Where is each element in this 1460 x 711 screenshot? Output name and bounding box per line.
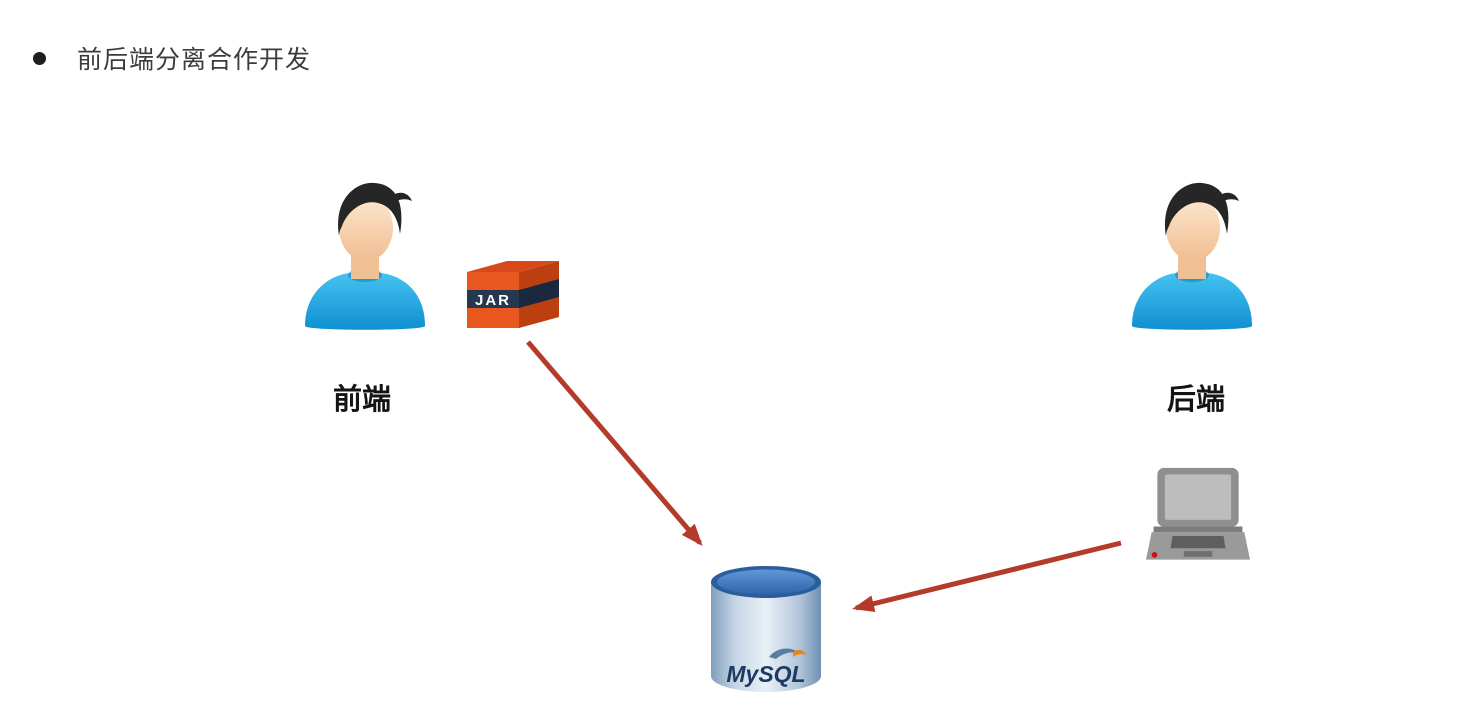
person-svg: [305, 182, 425, 330]
mysql-database-icon: MySQL: [705, 556, 827, 704]
mysql-label: MySQL: [726, 661, 805, 687]
frontend-label: 前端: [332, 384, 391, 416]
title-row: 前后端分离合作开发: [33, 40, 311, 76]
arrow-laptop-to-mysql: [852, 540, 1122, 612]
laptop-svg: [1146, 467, 1250, 560]
person-svg: [1132, 182, 1252, 330]
backend-person-icon: [1126, 176, 1258, 333]
dolphin-fin-icon: [793, 649, 806, 657]
jar-package-icon: JAR: [461, 250, 567, 332]
mysql-svg: MySQL: [711, 566, 821, 692]
page-title: 前后端分离合作开发: [77, 46, 312, 74]
power-led-icon: [1151, 552, 1158, 558]
frontend-person-icon: [299, 176, 431, 333]
dolphin-icon: [769, 648, 799, 659]
jar-svg: JAR: [467, 261, 559, 328]
backend-label: 后端: [1166, 384, 1225, 416]
jar-label: JAR: [475, 292, 511, 309]
laptop-icon: [1146, 461, 1250, 575]
bullet-icon: [33, 51, 46, 65]
arrow-jar-to-mysql: [526, 340, 703, 547]
